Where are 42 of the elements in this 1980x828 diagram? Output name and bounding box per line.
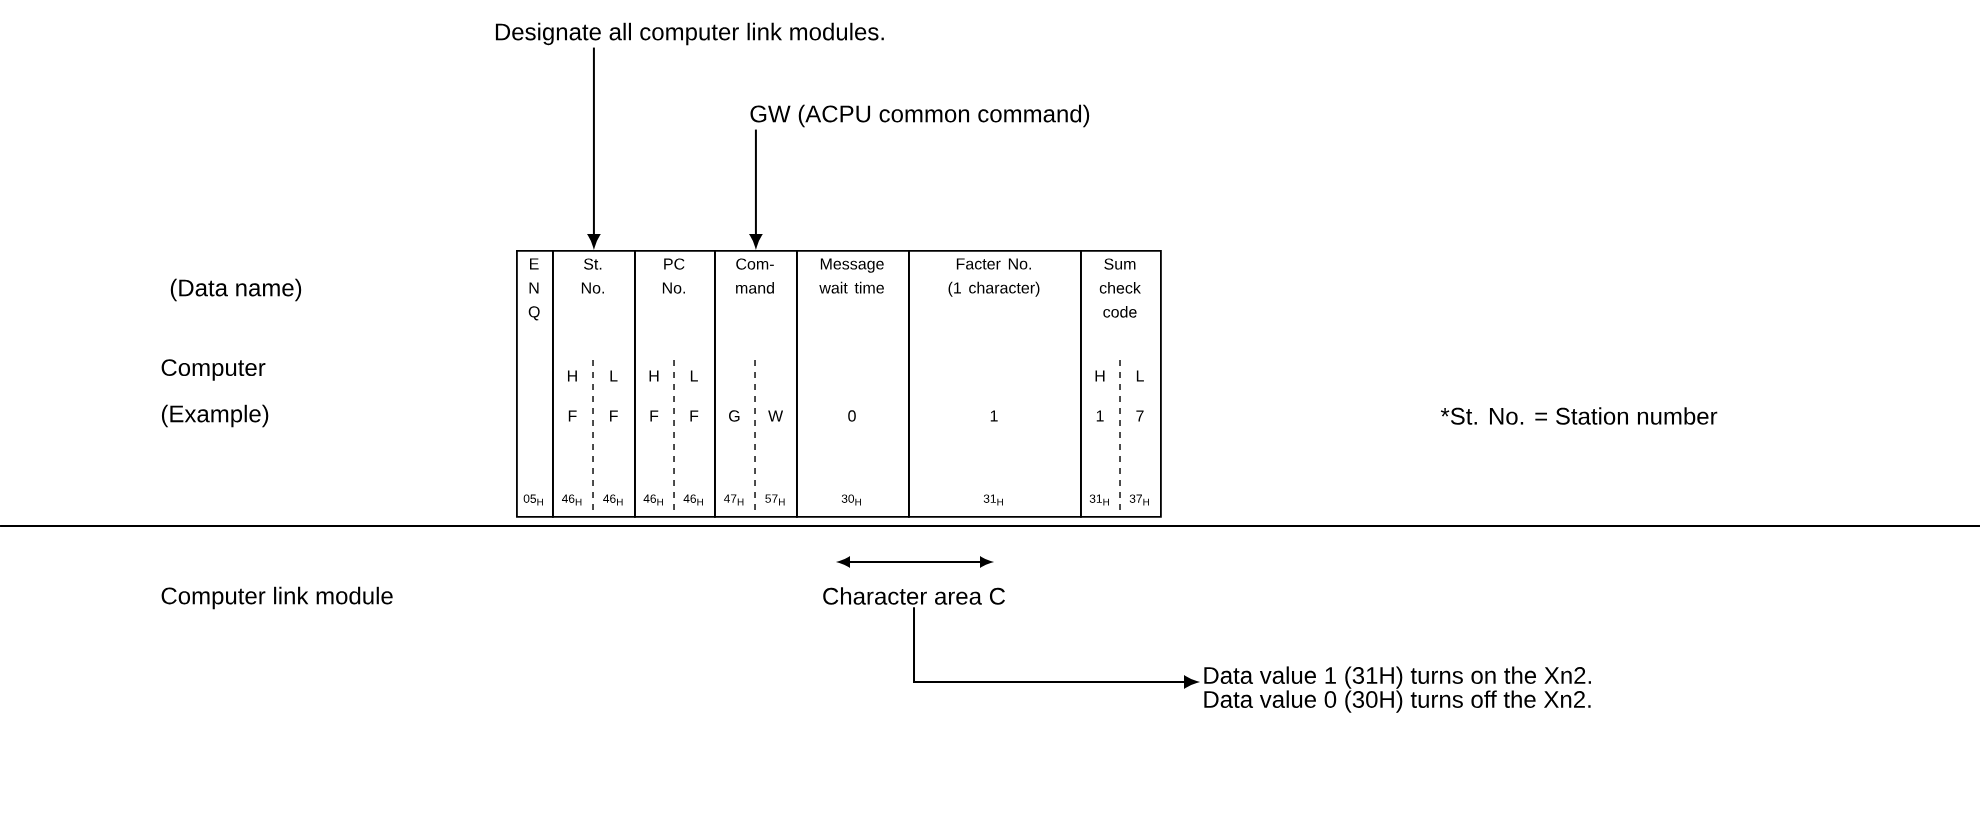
field-name: St. No. (581, 258, 604, 294)
field-column (634, 250, 716, 518)
arrow (749, 128, 763, 248)
footnote: *St. No. = Station number (1440, 407, 1718, 425)
example-value: G (729, 410, 740, 422)
annotation-text: Data value 1 (31H) turns on the Xn2. Data value 0 (30H) turns off the Xn2. (1204, 666, 1592, 713)
annotation-text: GW (ACPU common command) (750, 104, 1090, 128)
field-column (552, 250, 636, 518)
field-column (516, 250, 554, 518)
example-value: F (690, 410, 699, 422)
annotation-text: Designate all computer link modules. (495, 22, 884, 46)
arrow (587, 46, 601, 248)
example-value: 1 (990, 410, 998, 422)
byte-label: L (610, 370, 618, 382)
row-label: Computer (161, 359, 266, 381)
byte-label: L (1136, 370, 1144, 382)
byte-label: H (649, 370, 659, 382)
row-label: (Example) (161, 404, 269, 428)
field-column (908, 250, 1082, 518)
byte-label: H (1095, 370, 1105, 382)
example-value: F (568, 410, 577, 422)
row-label: Computer link module (161, 586, 393, 610)
byte-label: H (567, 370, 577, 382)
example-value: 1 (1096, 410, 1104, 422)
field-column (1080, 250, 1162, 518)
field-name: Sum check code (1099, 258, 1141, 318)
annotation-text: Character area C (823, 587, 1006, 605)
field-name: Facter No. (1 character) (948, 258, 1040, 297)
byte-label: L (690, 370, 698, 382)
example-value: W (768, 410, 784, 422)
field-column (796, 250, 910, 518)
example-value: F (610, 410, 618, 422)
example-value: 0 (848, 410, 856, 422)
field-column (714, 250, 798, 518)
example-value: 7 (1136, 410, 1144, 422)
field-name: Message wait time (819, 258, 884, 294)
field-name: PC No. (662, 258, 685, 294)
field-name: E N Q (528, 258, 540, 321)
example-value: F (650, 410, 659, 422)
arrow (913, 606, 1198, 689)
row-label: (Data name) (170, 278, 302, 302)
field-name: Com- mand (736, 258, 774, 294)
